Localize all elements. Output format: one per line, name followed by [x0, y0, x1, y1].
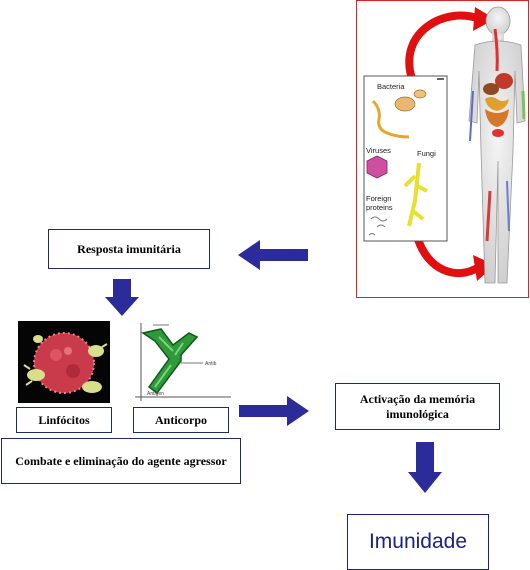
label-fungi: Fungi [417, 149, 436, 158]
anticorpo-box: Anticorpo [133, 407, 229, 433]
combate-label: Combate e eliminação do agente agressor [15, 453, 227, 468]
infection-arrow-top [405, 11, 481, 81]
pathogen-panel: Bacteria Viruses Fungi Foreign proteins [356, 0, 529, 298]
bacteria-icon [371, 99, 410, 139]
activacao-box: Activação da memória imunológica [335, 383, 500, 430]
label-bacteria: Bacteria [377, 82, 405, 91]
linfocitos-box: Linfócitos [16, 407, 112, 433]
imunidade-box: Imunidade [347, 514, 489, 570]
label-antib: Antib [205, 361, 217, 367]
virus-icon [366, 155, 388, 179]
imunidade-label: Imunidade [368, 530, 468, 553]
arrow-left-1 [238, 240, 308, 270]
label-antigen: Antigen [147, 391, 164, 397]
anticorpo-label: Anticorpo [155, 412, 207, 427]
arrow-right-1 [239, 396, 309, 426]
human-body-figure [468, 6, 526, 284]
infection-arrow-bottom [413, 234, 482, 278]
lymphocyte-image [18, 321, 110, 403]
resposta-imunitaria-label: Resposta imunitária [77, 241, 181, 256]
arrow-down-1 [105, 279, 139, 316]
protein-icon [368, 216, 388, 236]
label-foreign-1: Foreign [366, 194, 391, 203]
antibody-image: Antib Antigen [133, 321, 231, 403]
activacao-label: Activação da memória imunológica [359, 391, 476, 421]
label-foreign-2: proteins [366, 203, 393, 212]
fungi-icon [403, 162, 428, 227]
label-viruses: Viruses [366, 146, 391, 155]
resposta-imunitaria-box: Resposta imunitária [48, 229, 210, 269]
arrow-down-2 [408, 442, 442, 493]
linfocitos-label: Linfócitos [38, 412, 90, 427]
combate-box: Combate e eliminação do agente agressor [1, 438, 241, 484]
body-illustration: Bacteria Viruses Fungi Foreign proteins [363, 6, 526, 284]
